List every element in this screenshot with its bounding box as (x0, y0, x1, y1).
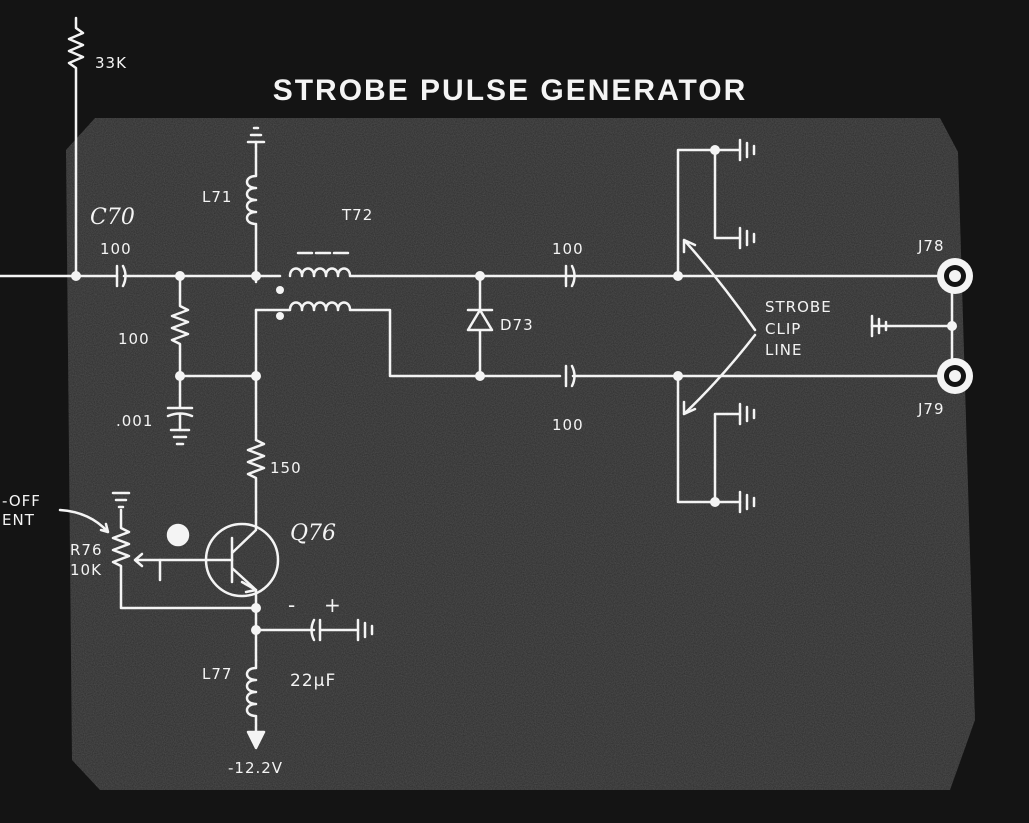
connector-j79[interactable] (937, 358, 973, 394)
resistor-150 (246, 438, 266, 514)
label-cap-out-bot: 100 (552, 416, 584, 434)
connector-j78[interactable] (937, 258, 973, 294)
adjust-arrow (58, 508, 110, 534)
junction-dots (71, 145, 957, 635)
label-d73: D73 (500, 316, 534, 334)
ground-connector (870, 314, 888, 338)
resistor-33k (67, 16, 85, 278)
strobe-arrow-bot (682, 333, 757, 416)
label-cap-out-top: 100 (552, 240, 584, 258)
transformer-t72-primary (288, 267, 962, 278)
capacitor-out-bot (564, 364, 962, 388)
label-r76-value: 10K (70, 561, 102, 579)
screwdriver-adjust-icon (166, 523, 190, 547)
label-side-1: -OFF (2, 492, 41, 510)
label-l77: L77 (202, 665, 232, 683)
diode-d73 (466, 274, 494, 378)
label-minus: - (288, 593, 296, 617)
label-33k: 33K (95, 54, 127, 72)
page-title: STROBE PULSE GENERATOR (273, 74, 748, 107)
inductor-l71 (245, 140, 258, 278)
ground-001 (169, 428, 191, 446)
label-c70: C70 (90, 205, 135, 230)
ground-r76 (111, 491, 131, 509)
label-t72: T72 (341, 206, 373, 224)
label-strobe-1: STROBE (765, 298, 832, 316)
ground-l71 (246, 126, 266, 144)
label-cap-in: 100 (100, 240, 132, 258)
label-l71: L71 (202, 188, 232, 206)
inductor-l77 (245, 658, 258, 740)
label-cap-22uf: 22µF (290, 671, 336, 691)
potentiometer-r76 (111, 508, 258, 610)
label-j79: J79 (917, 400, 945, 418)
label-side-2: ENT (2, 511, 35, 529)
label-strobe-2: CLIP (765, 320, 801, 338)
capacitor-001 (166, 374, 194, 432)
panel-grain (66, 118, 975, 790)
label-strobe-3: LINE (765, 341, 802, 359)
label-plus: + (324, 593, 342, 617)
ground-22uf (356, 618, 374, 642)
label-r-shunt: 100 (118, 330, 150, 348)
label-cap-shunt: .001 (116, 412, 153, 430)
capacitor-out-top (564, 264, 576, 288)
component-labels: 33K C70 100 L71 T72 100 .001 150 Q76 R76… (2, 54, 945, 777)
resistor-shunt (170, 274, 258, 378)
label-supply: -12.2V (228, 759, 283, 777)
label-j78: J78 (917, 237, 945, 255)
strobe-arrow-top (682, 238, 757, 332)
capacitor-22uf (254, 618, 360, 642)
label-q76: Q76 (290, 521, 336, 546)
circuit-wires (0, 16, 962, 750)
label-r76: R76 (70, 541, 103, 559)
transformer-t72-secondary (254, 301, 562, 378)
supply-arrow (246, 730, 266, 750)
label-r150: 150 (270, 459, 302, 477)
